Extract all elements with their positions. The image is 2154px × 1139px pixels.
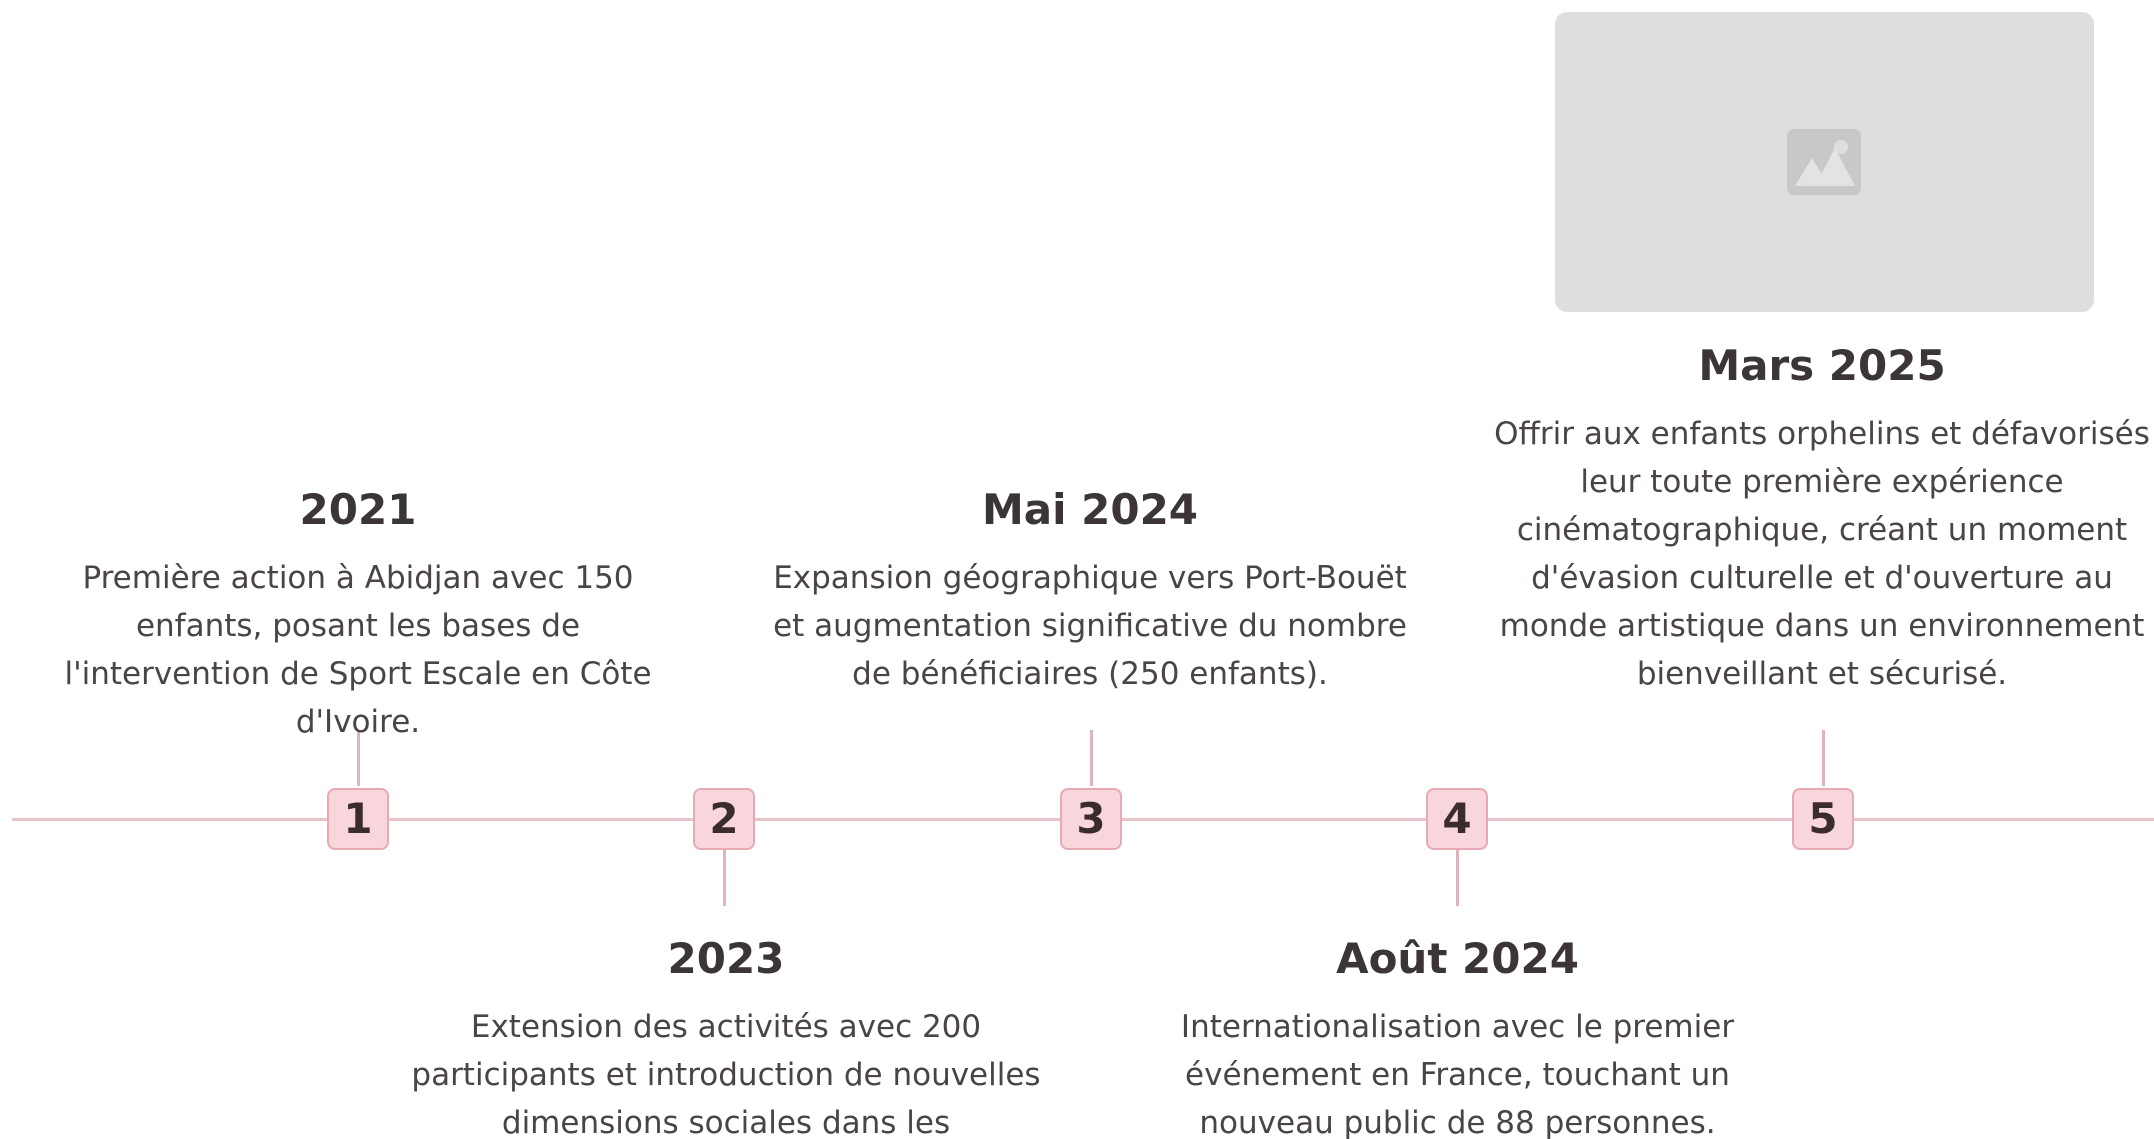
timeline-event-2021: 2021 Première action à Abidjan avec 150 … (38, 484, 678, 746)
timeline-event-description: Offrir aux enfants orphelins et défavori… (1494, 416, 2150, 692)
timeline-event-mars-2025: Mars 2025 Offrir aux enfants orphelins e… (1490, 340, 2154, 698)
timeline-event-title: Mai 2024 (981, 485, 1199, 534)
timeline-event-title: Août 2024 (1336, 934, 1579, 983)
timeline-marker-4: 4 (1426, 788, 1488, 850)
timeline-event-title: Mars 2025 (1698, 341, 1946, 390)
timeline-connector-3 (1090, 730, 1093, 786)
timeline-event-2023: 2023 Extension des activités avec 200 pa… (401, 933, 1051, 1139)
timeline-event-title: 2021 (299, 485, 417, 534)
image-placeholder-icon (1787, 129, 1861, 195)
timeline-event-mai-2024: Mai 2024 Expansion géographique vers Por… (770, 484, 1410, 698)
timeline-connector-2 (723, 850, 726, 906)
timeline-event-title: 2023 (667, 934, 785, 983)
timeline-marker-1: 1 (327, 788, 389, 850)
timeline-marker-3: 3 (1060, 788, 1122, 850)
image-mountain-icon (1815, 148, 1855, 186)
timeline-connector-4 (1456, 850, 1459, 906)
timeline-marker-2: 2 (693, 788, 755, 850)
timeline-event-description: Internationalisation avec le premier évé… (1180, 1009, 1735, 1139)
timeline-event-description: Première action à Abidjan avec 150 enfan… (64, 560, 652, 740)
timeline-marker-5: 5 (1792, 788, 1854, 850)
event-image-placeholder (1555, 12, 2094, 312)
timeline-event-description: Expansion géographique vers Port-Bouët e… (773, 560, 1407, 692)
timeline-event-description: Extension des activités avec 200 partici… (411, 1009, 1041, 1139)
timeline-event-aout-2024: Août 2024 Internationalisation avec le p… (1165, 933, 1750, 1139)
timeline-connector-5 (1822, 730, 1825, 786)
timeline-connector-1 (357, 730, 360, 786)
